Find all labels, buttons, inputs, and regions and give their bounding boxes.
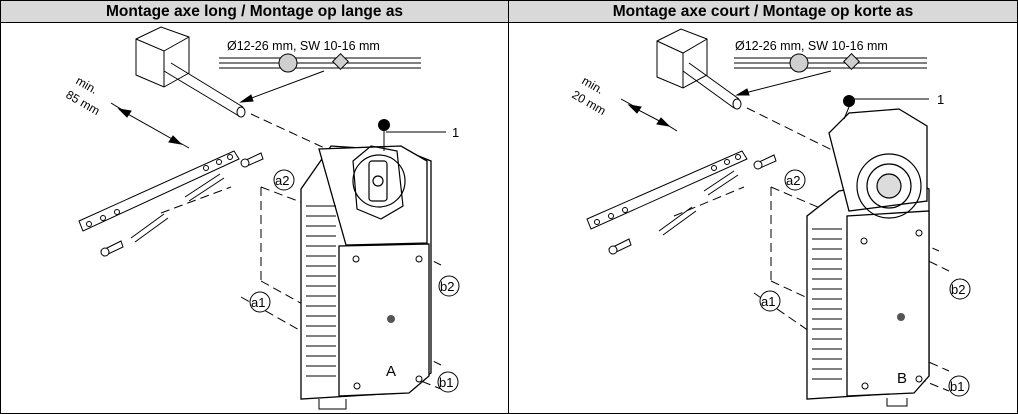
min-distance-value: 20 mm xyxy=(570,87,609,117)
long-shaft-mounting-diagram: Ø12-26 mm, SW 10-16 mm min. 85 mm 1 xyxy=(64,26,460,410)
position-label-b2: b2 xyxy=(951,282,965,297)
square-shaft-icon xyxy=(332,53,349,70)
housing-screw xyxy=(861,382,869,390)
housing-screw xyxy=(353,382,361,390)
cable-gland xyxy=(886,398,908,407)
screw-icon xyxy=(608,238,632,255)
housing-screw xyxy=(915,375,923,383)
spindle-cap xyxy=(378,119,390,131)
housing-screw xyxy=(387,315,395,323)
shaft-end xyxy=(236,106,246,118)
shaft-spec-label: Ø12-26 mm, SW 10-16 mm xyxy=(227,39,380,53)
cooling-fins xyxy=(306,205,336,377)
position-label-b2: b2 xyxy=(440,279,454,294)
housing-screw xyxy=(415,255,423,263)
screw-icon xyxy=(753,154,777,170)
housing-screw xyxy=(915,229,923,237)
min-distance-dimension xyxy=(620,98,678,132)
actuator-housing xyxy=(806,108,930,400)
cable-gland xyxy=(318,399,347,410)
shaft xyxy=(163,62,244,117)
label-circles xyxy=(249,169,460,393)
face-letter: B xyxy=(897,370,907,387)
min-distance-dimension xyxy=(110,102,190,149)
spec-indicator xyxy=(734,53,927,96)
round-shaft-icon xyxy=(278,53,298,73)
face-letter: A xyxy=(386,363,396,380)
shaft-holder-block xyxy=(135,26,190,88)
bracket-pins xyxy=(658,170,739,236)
housing-screw xyxy=(352,255,360,263)
panel-short-shaft: Montage axe court / Montage op korte as … xyxy=(509,1,1017,413)
short-shaft-mounting-diagram: Ø12-26 mm, SW 10-16 mm min. 20 mm 1 xyxy=(570,28,971,407)
housing-screw xyxy=(897,313,905,321)
label-circles xyxy=(759,169,971,397)
position-label-a1: a1 xyxy=(761,294,775,309)
position-label-b1: b1 xyxy=(439,375,453,390)
position-label-a2: a2 xyxy=(275,173,289,188)
mounting-bracket xyxy=(586,150,748,230)
spindle-cap xyxy=(843,95,855,107)
panel-header-long-shaft: Montage axe long / Montage op lange as xyxy=(1,1,508,23)
callout-number: 1 xyxy=(452,125,459,140)
screw-icon xyxy=(100,240,124,257)
min-distance-value: 85 mm xyxy=(64,87,103,117)
panel-long-shaft: Montage axe long / Montage op lange as Ø… xyxy=(1,1,509,413)
cooling-fins xyxy=(812,228,842,380)
round-shaft-icon xyxy=(789,53,809,73)
panel-header-short-shaft: Montage axe court / Montage op korte as xyxy=(509,1,1017,23)
actuator-housing xyxy=(300,145,432,400)
spec-indicator xyxy=(219,53,421,103)
shaft-end xyxy=(732,98,742,110)
shaft xyxy=(682,62,740,109)
housing-screw xyxy=(860,237,868,245)
position-label-b1: b1 xyxy=(950,379,964,394)
mounting-bracket xyxy=(78,150,240,232)
shaft-holder-block xyxy=(656,28,708,89)
gear-wheel xyxy=(856,153,922,219)
position-label-a1: a1 xyxy=(251,295,265,310)
housing-screw xyxy=(415,375,423,383)
bracket-pins xyxy=(130,173,225,243)
screw-icon xyxy=(240,152,264,168)
callout-number: 1 xyxy=(937,92,944,107)
square-shaft-icon xyxy=(843,53,860,70)
shaft-spec-label: Ø12-26 mm, SW 10-16 mm xyxy=(735,39,888,53)
position-label-a2: a2 xyxy=(786,173,800,188)
shaft-clamp xyxy=(352,145,406,220)
